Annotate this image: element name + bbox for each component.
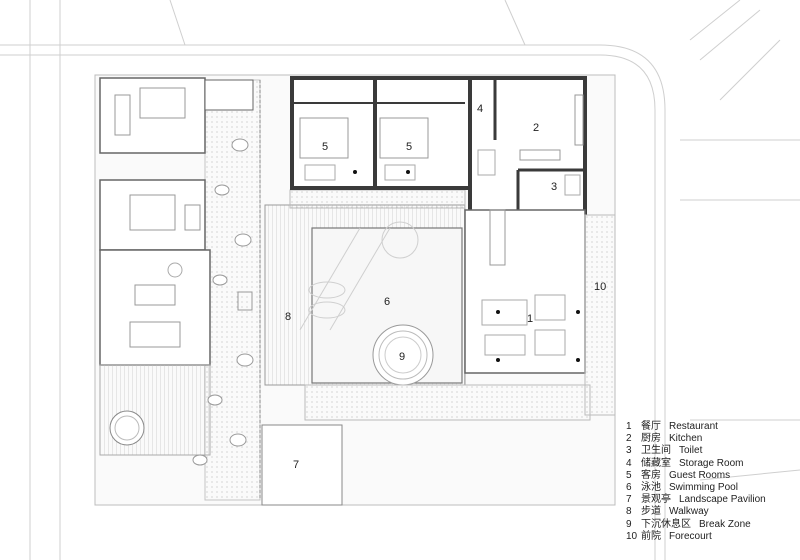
label-restaurant: 1 xyxy=(527,313,533,325)
paving-north xyxy=(289,189,466,209)
break-zone xyxy=(372,324,434,386)
walkway-area xyxy=(204,79,261,501)
guest-rooms-block xyxy=(290,76,474,190)
label-guest-b: 5 xyxy=(406,141,412,153)
restaurant-hall xyxy=(464,209,586,374)
landscape-pavilion xyxy=(261,424,343,506)
label-toilet: 3 xyxy=(551,181,557,193)
label-break-zone: 9 xyxy=(399,351,405,363)
label-pavilion: 7 xyxy=(293,459,299,471)
stepping-stones xyxy=(192,138,254,466)
forecourt xyxy=(584,214,616,416)
label-walkway: 8 xyxy=(285,311,291,323)
pool-loungers xyxy=(299,221,419,331)
label-forecourt: 10 xyxy=(594,281,606,293)
left-house xyxy=(99,77,254,456)
label-guest-a: 5 xyxy=(322,141,328,153)
label-kitchen: 2 xyxy=(533,122,539,134)
label-storage: 4 xyxy=(477,103,483,115)
label-pool: 6 xyxy=(384,296,390,308)
service-block xyxy=(468,76,587,215)
paving-south xyxy=(304,384,591,421)
